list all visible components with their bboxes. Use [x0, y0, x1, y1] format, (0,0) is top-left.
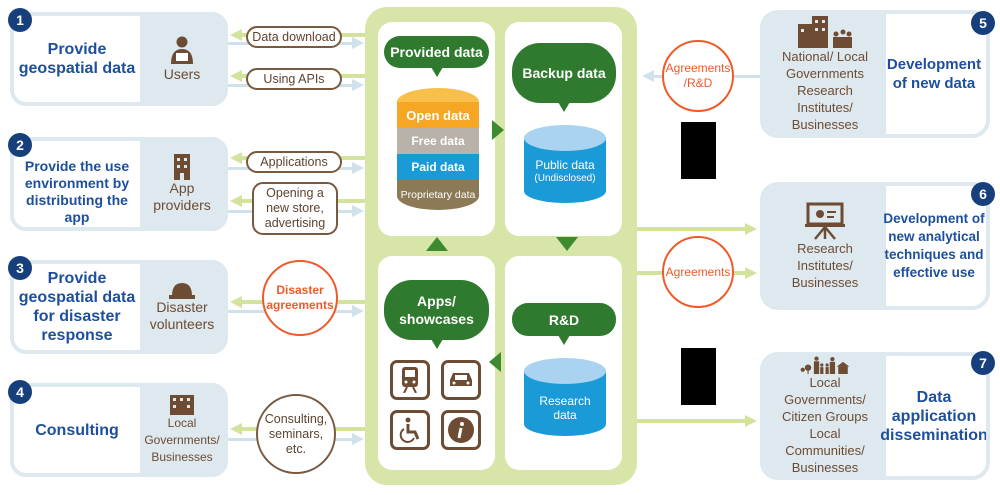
actor-label: Local Governments/ Citizen Groups Local …	[782, 375, 868, 475]
public-data-text: Public data (Undisclosed)	[524, 159, 606, 185]
actor-panel: Users	[140, 16, 224, 102]
role-box-2: Provide the use environment by distribut…	[10, 137, 228, 231]
presentation-board-icon	[805, 202, 845, 240]
role-title: Provide geospatial data	[18, 41, 136, 77]
actor-panel: Disaster volunteers	[140, 264, 224, 350]
arrowhead-icon	[352, 162, 364, 174]
building-icon	[174, 154, 190, 180]
layer-proprietary-data: Proprietary data	[397, 180, 479, 210]
actor-panel: App providers	[140, 141, 224, 227]
step-number-1: 1	[8, 8, 32, 32]
layer-free-data: Free data	[397, 128, 479, 154]
opening-store-label: Opening a new store, advertising	[252, 182, 338, 235]
step-number-2: 2	[8, 133, 32, 157]
role-box-1: Provide geospatial data Users	[10, 12, 228, 106]
agreements-rnd-circle: Agreements /R&D	[662, 40, 734, 112]
arrowhead-icon	[352, 205, 364, 217]
role-title: Development of new data	[886, 56, 982, 92]
train-icon	[390, 360, 430, 400]
helmet-icon	[169, 283, 195, 299]
role-box-6: Research Institutes/ Businesses Developm…	[760, 182, 990, 310]
actor-panel: Research Institutes/ Businesses	[764, 186, 886, 306]
role-box-4: Consulting Local Governments/ Businesses	[10, 383, 228, 477]
step-number-5: 5	[971, 11, 995, 35]
arrow-right-icon	[492, 120, 504, 140]
role-box-7: Local Governments/ Citizen Groups Local …	[760, 352, 990, 480]
using-apis-label: Using APIs	[246, 68, 342, 90]
cylinder-top	[524, 358, 606, 384]
actor-label: Users	[163, 65, 201, 82]
provided-data-bubble: Provided data	[384, 36, 489, 77]
arrow-left-icon	[489, 352, 501, 372]
public-data-label: Public data	[535, 158, 595, 172]
backup-data-bubble: Backup data	[512, 43, 616, 112]
disaster-agreements-circle: Disaster agreements	[262, 260, 338, 336]
step-number-3: 3	[8, 256, 32, 280]
car-icon	[441, 360, 481, 400]
arrowhead-icon	[352, 433, 364, 445]
arrowhead-icon	[230, 70, 242, 82]
arrowhead-icon	[230, 423, 242, 435]
actor-panel: Local Governments/ Businesses	[140, 387, 224, 473]
role-title: Provide the use environment by distribut…	[24, 158, 130, 225]
arrowhead-icon	[352, 79, 364, 91]
apps-bubble: Apps/ showcases	[384, 280, 489, 349]
data-download-label: Data download	[246, 26, 342, 48]
role-title: Provide geospatial data for disaster res…	[18, 270, 136, 344]
info-icon	[441, 410, 481, 450]
redaction-block	[681, 122, 716, 179]
arrow-down-icon	[556, 237, 578, 251]
actor-label: Research Institutes/ Businesses	[791, 240, 859, 290]
step-number-4: 4	[8, 380, 32, 404]
research-data-cylinder: Research data	[524, 358, 606, 436]
role-title: Data application dissemination	[880, 388, 988, 444]
arrowhead-icon	[745, 415, 757, 427]
actor-label: Local Governments/ Businesses	[144, 415, 220, 464]
arrowhead-icon	[230, 29, 242, 41]
arrowhead-icon	[230, 296, 242, 308]
actor-label: Disaster volunteers	[149, 299, 215, 332]
agreements-circle: Agreements	[662, 236, 734, 308]
role-box-3: Provide geospatial data for disaster res…	[10, 260, 228, 354]
user-laptop-icon	[171, 36, 193, 64]
actor-label: National/ Local Governments Research Ins…	[782, 48, 868, 132]
applications-label: Applications	[246, 151, 342, 173]
provided-data-cylinder: Open data Free data Paid data Proprietar…	[397, 88, 479, 220]
arrow-to-7	[637, 419, 745, 423]
undisclosed-label: (Undisclosed)	[534, 173, 596, 184]
actor-panel: Local Governments/ Citizen Groups Local …	[764, 356, 886, 476]
arrow-up-icon	[426, 237, 448, 251]
step-number-6: 6	[971, 182, 995, 206]
research-data-label: Research data	[539, 394, 591, 422]
arrowhead-icon	[230, 195, 242, 207]
role-title: Consulting	[35, 421, 119, 439]
consulting-circle: Consulting, seminars, etc.	[256, 394, 336, 474]
family-community-icon	[800, 356, 850, 374]
arrowhead-icon	[642, 70, 654, 82]
public-data-cylinder: Public data (Undisclosed)	[524, 125, 606, 203]
actor-label: App providers	[153, 180, 211, 213]
arrowhead-icon	[230, 152, 242, 164]
layer-open-data: Open data	[397, 102, 479, 128]
actor-panel: National/ Local Governments Research Ins…	[764, 14, 886, 134]
cylinder-top	[524, 125, 606, 151]
layer-paid-data: Paid data	[397, 154, 479, 180]
office-icon	[170, 394, 194, 415]
arrowhead-icon	[745, 223, 757, 235]
redaction-block	[681, 348, 716, 405]
role-box-5: National/ Local Governments Research Ins…	[760, 10, 990, 138]
layer-stack: Open data Free data Paid data Proprietar…	[397, 102, 479, 210]
role-title: Development of new analytical techniques…	[883, 211, 985, 280]
arrowhead-icon	[745, 267, 757, 279]
wheelchair-icon	[390, 410, 430, 450]
arrowhead-icon	[352, 305, 364, 317]
step-number-7: 7	[971, 351, 995, 375]
buildings-people-icon	[798, 15, 852, 48]
rnd-bubble: R&D	[512, 303, 616, 345]
arrow-to-6a	[637, 227, 745, 231]
arrowhead-icon	[352, 37, 364, 49]
